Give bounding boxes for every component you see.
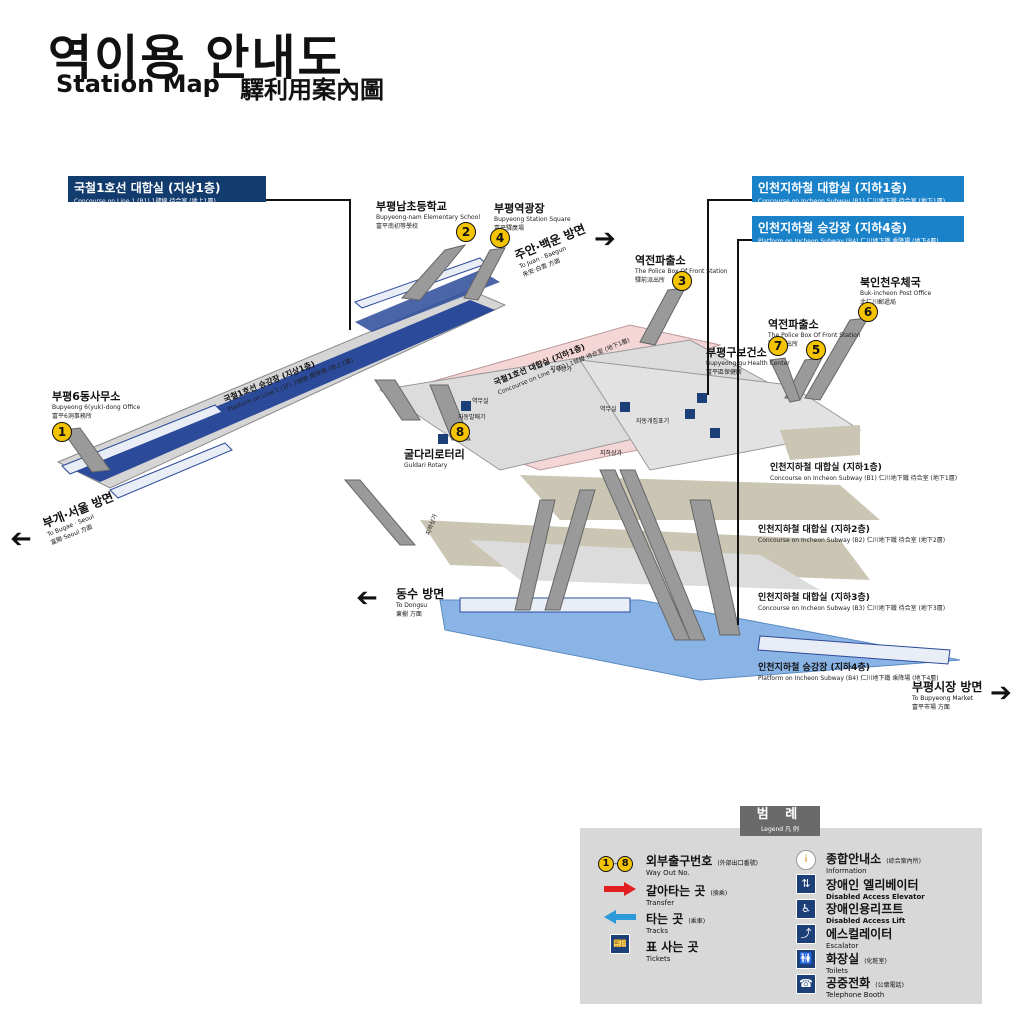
direction-dongsu: 동수 방면 To Dongsu 東樹 方面	[396, 587, 445, 618]
incheon-train-east	[757, 635, 951, 665]
arrow-left-bugae-icon: ➔	[10, 524, 32, 554]
ticket-icon-map-4	[697, 393, 707, 403]
exit4-stairs	[463, 247, 506, 301]
ticket-icon-map-5	[710, 428, 720, 438]
leader-incheon-b1	[707, 199, 760, 395]
exit-6-marker: 6	[858, 302, 878, 322]
exit-range-icon: 1-8	[598, 851, 634, 872]
page-subtitle-hanja: 驛利用案內圖	[240, 76, 384, 104]
header-incheon-concourse-b1: 인천지하철 대합실 (지하1층) Concourse on Incheon Su…	[752, 176, 964, 205]
place-bupyeongnam-school: 부평남초등학교 Bupyeong-nam Elementary School 富…	[376, 200, 481, 230]
place-health-center: 부평구보건소 Bupyeong-gu Health Center 富平區保健所	[706, 346, 790, 376]
wheelchair-lift-icon: ♿	[796, 899, 816, 919]
legend-item-exit-no: 외부출구번호 (外部出口番號) Way Out No.	[646, 854, 759, 877]
page-title: 역이용 안내도	[48, 30, 344, 86]
place-dong-office: 부평6동사무소 Bupyeong 6(yuk)-dong Office 富平6洞…	[52, 390, 141, 420]
floor-label-incheon-b3: 인천지하철 대합실 (지하3층) Concourse on Incheon Su…	[758, 593, 946, 612]
line1-stairs-a	[374, 379, 421, 421]
header-incheon-platform-b4: 인천지하철 승강장 (지하4층) Platform on Incheon Sub…	[752, 216, 964, 245]
information-icon: i	[796, 850, 816, 870]
ticket-machine-label: 자동발매기	[458, 414, 486, 421]
escalator-b2-b4-a	[514, 499, 556, 611]
exit-4-marker: 4	[490, 228, 510, 248]
escalator-b1-b2-b	[619, 469, 706, 641]
line1-train-lower	[61, 404, 233, 499]
exit-5-marker: 5	[806, 340, 826, 360]
legend-item-telephone: 공중전화 (公衆電話) Telephone Booth	[826, 976, 904, 999]
leader-line1-concourse	[262, 199, 351, 330]
legend-item-transfer: 갈아타는 곳 (換乘) Transfer	[646, 884, 728, 907]
place-guldari-rotary: 굴다리로터리 Guldari Rotary	[404, 448, 465, 469]
underpass-stairs	[343, 479, 417, 546]
toilet-icon-map	[438, 434, 448, 444]
underground-mall-label-2: 지하상가	[600, 450, 623, 457]
legend-item-lift: 장애인용리프트 Disabled Access Lift	[826, 902, 906, 925]
toilet-icon: 🚻	[796, 949, 816, 969]
incheon-train-west	[459, 597, 631, 613]
legend-item-elevator: 장애인 엘리베이터 Disabled Access Elevator	[826, 878, 925, 901]
legend-header: 범 례 Legend 凡 例	[740, 806, 820, 836]
line1-platform-blue	[70, 300, 495, 482]
ticket-icon-map-3	[685, 409, 695, 419]
header-line1-concourse: 국철1호선 대합실 (지상1층) Concourse on Line 1 (B1…	[68, 176, 266, 205]
legend-item-tracks: 타는 곳 (乘車) Tracks	[646, 912, 706, 935]
station-office-label-2: 역무실	[600, 406, 617, 413]
stairs-east-b4	[689, 499, 741, 636]
underground-mall-label-1: 지하상가	[550, 366, 573, 373]
arrow-right-market-icon: ➔	[990, 678, 1012, 708]
exit2-stairs	[400, 244, 467, 301]
floor-label-incheon-b2: 인천지하철 대합실 (지하2층) Concourse on Incheon Su…	[758, 525, 946, 544]
ticket-icon-map-2	[620, 402, 630, 412]
legend-item-toilets: 화장실 (化粧室) Toilets	[826, 952, 887, 975]
ticket-gate-label: 자동개집표기	[636, 418, 670, 425]
exit-7-marker: 7	[768, 336, 788, 356]
escalator-b2-b4-b	[544, 489, 596, 611]
exit-2-marker: 2	[456, 222, 476, 242]
transfer-arrow-icon	[604, 882, 636, 896]
floor-label-incheon-b4: 인천지하철 승강장 (지하4층) Platform on Incheon Sub…	[758, 663, 939, 682]
exit-1-marker: 1	[52, 422, 72, 442]
exit7-stairs	[769, 357, 801, 403]
arrow-right-juan-icon: ➔	[594, 224, 616, 254]
legend-item-tickets: 표 사는 곳 Tickets	[646, 940, 699, 963]
incheon-b1-side-floor	[780, 425, 860, 460]
page-subtitle-english: Station Map	[56, 70, 220, 98]
ticket-icon-map-1	[461, 401, 471, 411]
tracks-arrow-icon	[604, 910, 636, 924]
place-post-office: 북인천우체국 Buk-incheon Post Office 北仁川郵遞局	[860, 276, 932, 306]
legend-item-information: 종합안내소 (綜合案內所) Information	[826, 852, 921, 875]
arrow-left-dongsu-icon: ➔	[356, 583, 378, 613]
legend-item-escalator: 에스컬레이터 Escalator	[826, 927, 893, 950]
elevator-icon: ⇅	[796, 874, 816, 894]
escalator-icon: ⤴	[796, 924, 816, 944]
legend-box	[580, 828, 982, 1004]
exit-3-marker: 3	[672, 271, 692, 291]
station-office-label: 역무실	[472, 398, 489, 405]
exit-8-marker: 8	[450, 422, 470, 442]
ticket-icon: 🎫	[610, 934, 630, 954]
floor-label-incheon-b1: 인천지하철 대합실 (지하1층) Concourse on Incheon Su…	[770, 463, 958, 482]
telephone-icon: ☎	[796, 974, 816, 994]
place-station-square: 부평역광장 Bupyeong Station Square 富平驛廣場	[494, 202, 571, 232]
line1-track-north	[355, 270, 500, 332]
exit1-stairs	[61, 427, 111, 473]
direction-bupyeong-market: 부평시장 방면 To Bupyeong Market 富平市場 方面	[912, 680, 983, 711]
